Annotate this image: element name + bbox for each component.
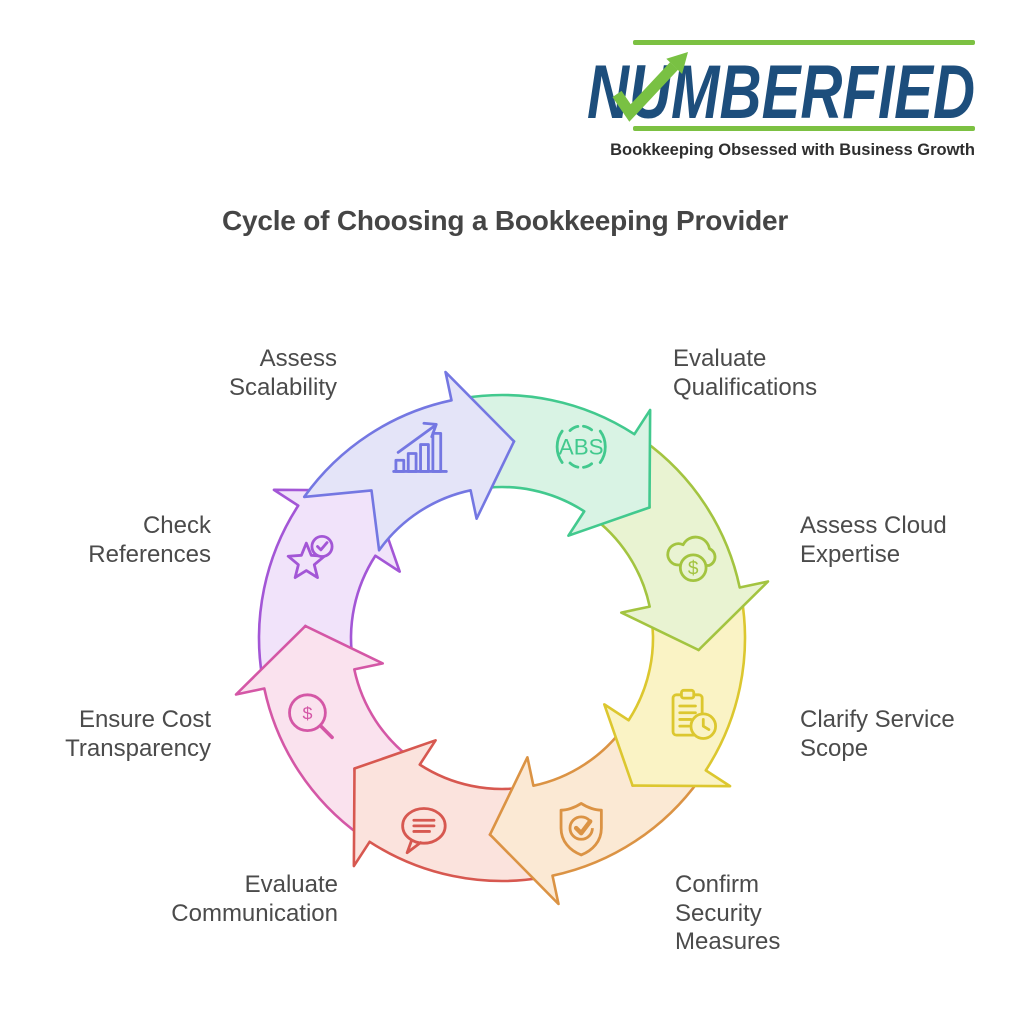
label-line: Evaluate — [244, 871, 338, 898]
label-line: Assess Cloud — [800, 512, 947, 539]
label-line: References — [88, 540, 211, 568]
label-line: Check — [142, 512, 211, 539]
label-line: Scope — [800, 734, 869, 762]
label-line: Evaluate — [673, 345, 767, 372]
label-line: Ensure Cost — [78, 706, 211, 733]
magnifier-dollar-icon: $ — [288, 693, 334, 740]
clipboard-clock-icon — [671, 688, 718, 740]
chat-bubble-icon — [401, 807, 447, 855]
cycle-arrow-assess-cloud-expertise — [588, 438, 770, 652]
logo-block: NUMBERFIED Bookkeeping Obsessed with Bus… — [585, 0, 975, 170]
star-check-icon — [286, 534, 334, 580]
label-line: Confirm — [675, 871, 760, 898]
cycle-arrow-confirm-security-measures — [488, 724, 702, 906]
step-label-assess-scalability: Assess Scalability — [229, 345, 337, 402]
label-line: Clarify Service — [800, 706, 955, 733]
svg-text:$: $ — [302, 703, 312, 723]
step-label-confirm-security-measures: Confirm Security Measures — [675, 871, 780, 957]
logo-growth-arrow-icon — [612, 52, 688, 122]
label-line: Expertise — [800, 540, 901, 568]
logo-top-bar — [633, 40, 975, 45]
label-line: Scalability — [228, 373, 337, 401]
step-label-ensure-cost-transparency: Ensure Cost Transparency — [65, 706, 211, 763]
svg-text:$: $ — [688, 558, 699, 579]
abs-badge-icon: ABS — [555, 424, 607, 469]
logo-wordmark: NUMBERFIED — [587, 50, 975, 124]
label-line: Communication — [171, 899, 338, 927]
step-label-evaluate-communication: Evaluate Communication — [171, 871, 338, 928]
cycle-arrow-evaluate-qualifications — [460, 393, 652, 537]
label-line: Security — [675, 899, 762, 927]
logo-bottom-bar — [633, 126, 975, 131]
page-title: Cycle of Choosing a Bookkeeping Provider — [221, 205, 789, 236]
step-label-evaluate-qualifications: Evaluate Qualifications — [673, 345, 817, 402]
svg-text:ABS: ABS — [559, 435, 604, 460]
shield-check-icon — [559, 802, 603, 857]
step-label-assess-cloud-expertise: Assess Cloud Expertise — [800, 512, 947, 569]
cycle-arrow-evaluate-communication — [352, 739, 544, 883]
label-line: Transparency — [65, 734, 211, 762]
label-line: Assess — [259, 345, 337, 372]
logo-tagline: Bookkeeping Obsessed with Business Growt… — [610, 141, 975, 159]
label-line: Qualifications — [673, 373, 818, 401]
label-line: Measures — [675, 928, 781, 955]
bar-chart-growth-icon — [392, 421, 448, 473]
step-label-check-references: Check References — [88, 512, 211, 569]
cycle-arrow-clarify-service-scope — [603, 596, 747, 788]
step-label-clarify-service-scope: Clarify Service Scope — [800, 706, 955, 763]
cloud-dollar-icon: $ — [666, 535, 717, 583]
